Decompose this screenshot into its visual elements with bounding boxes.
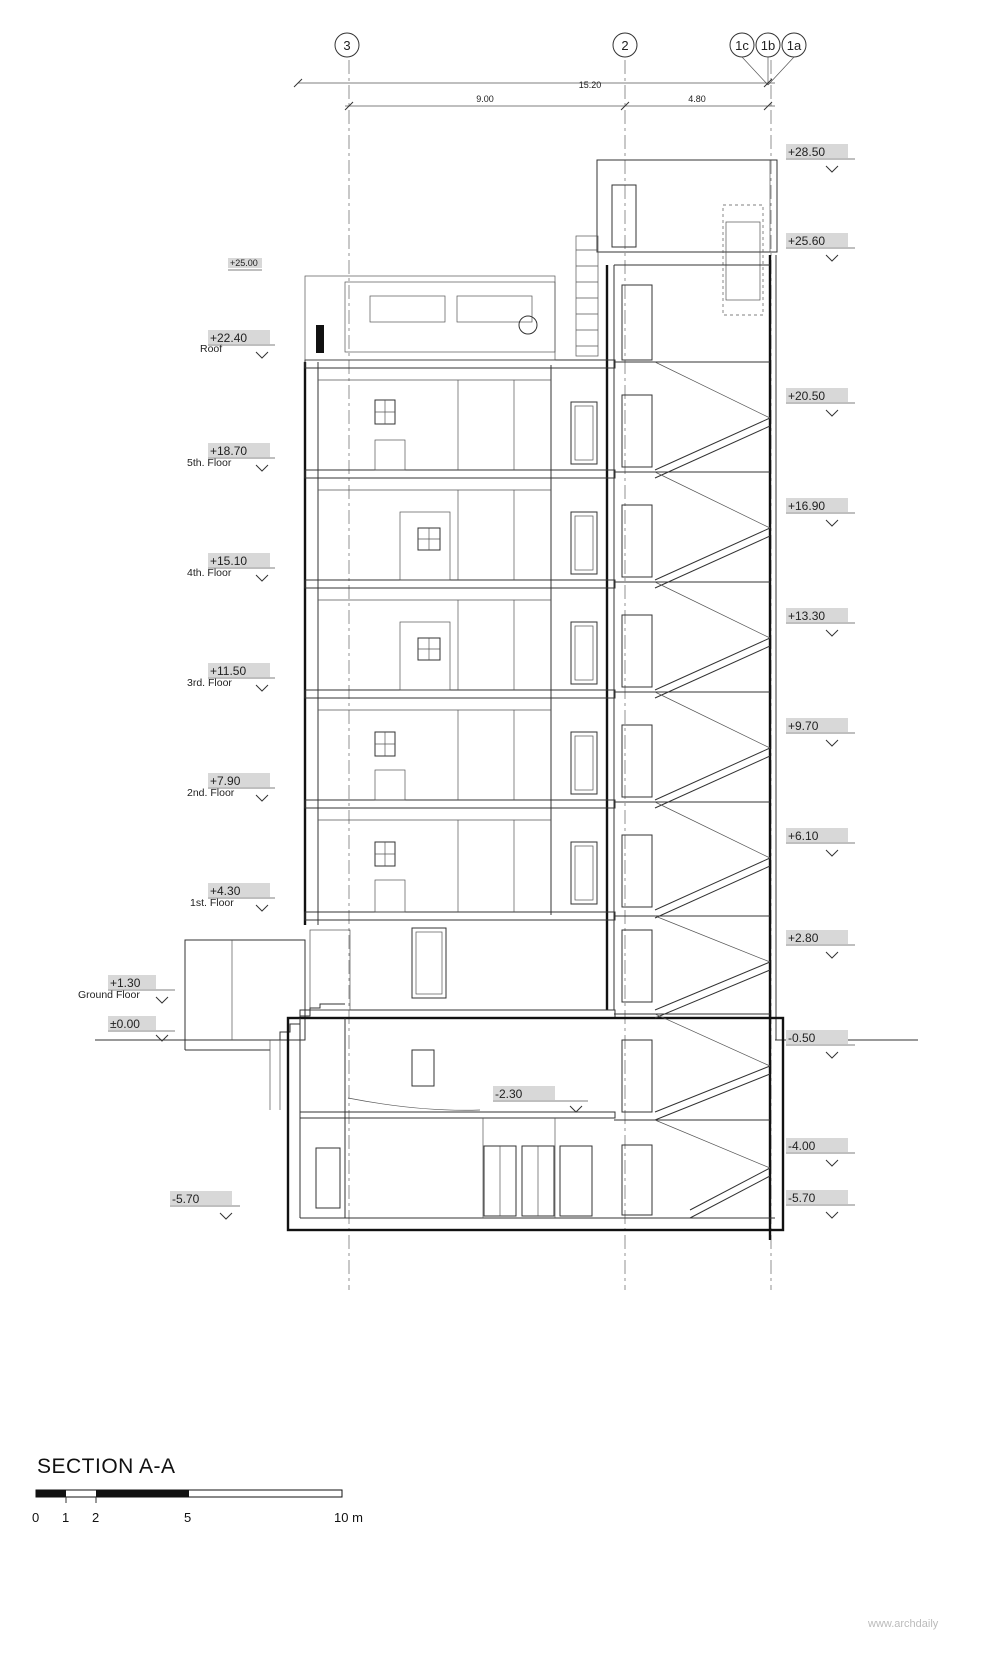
level-marker: +15.10 4th. Floor — [187, 553, 275, 582]
level-name: Ground Floor — [78, 989, 140, 1001]
grid-bubble-3 — [334, 32, 360, 58]
grid-label-1a: 1a — [787, 38, 802, 53]
scale-label: 10 m — [334, 1510, 363, 1525]
dim-bay-left: 9.00 — [476, 94, 494, 104]
level-value: +13.30 — [788, 609, 825, 623]
level-marker: +18.70 5th. Floor — [187, 443, 275, 472]
level-value: +15.10 — [210, 554, 247, 568]
level-marker: -5.70 — [786, 1190, 855, 1219]
level-value: +22.40 — [210, 331, 247, 345]
level-value: +20.50 — [788, 389, 825, 403]
dimension-lines: 15.20 9.00 4.80 — [293, 78, 775, 111]
grid-bubble-2 — [612, 32, 638, 58]
building-section — [184, 159, 785, 1240]
level-name: 1st. Floor — [190, 897, 234, 909]
level-marker: +25.60 — [786, 233, 855, 262]
level-value: +9.70 — [788, 719, 819, 733]
level-value: -5.70 — [788, 1191, 816, 1205]
level-value: +4.30 — [210, 884, 241, 898]
grid-label-1b: 1b — [761, 38, 775, 53]
grid-label-2: 2 — [621, 38, 628, 53]
level-name: 4th. Floor — [187, 567, 232, 579]
level-name: 3rd. Floor — [187, 677, 232, 689]
watermark: www.archdaily — [868, 1618, 939, 1630]
level-value: ±0.00 — [110, 1017, 140, 1031]
level-marker: +4.30 1st. Floor — [190, 883, 275, 912]
level-name: 5th. Floor — [187, 457, 232, 469]
level-marker: +16.90 — [786, 498, 855, 527]
level-marker: -5.70 — [170, 1191, 240, 1220]
level-marker: +7.90 2nd. Floor — [187, 773, 275, 802]
level-value: +1.30 — [110, 976, 141, 990]
scale-label: 2 — [92, 1510, 100, 1525]
scale-bar — [35, 1489, 343, 1503]
level-marker: +9.70 — [786, 718, 855, 747]
level-marker: +22.40 Roof — [200, 330, 275, 359]
level-name: 2nd. Floor — [187, 787, 235, 799]
level-marker: -4.00 — [786, 1138, 855, 1167]
scale-label: 0 — [32, 1510, 40, 1525]
level-value: -2.30 — [495, 1087, 523, 1101]
level-name: Roof — [200, 343, 222, 355]
level-marker: +28.50 — [786, 144, 855, 173]
level-value: +18.70 — [210, 444, 247, 458]
level-marker: +25.00 — [228, 258, 262, 271]
scale-label: 1 — [62, 1510, 70, 1525]
level-value: +25.60 — [788, 234, 825, 248]
grid-label-1c: 1c — [735, 38, 749, 53]
stair-core — [614, 264, 771, 1219]
level-value: +7.90 — [210, 774, 241, 788]
level-marker: -0.50 — [786, 1030, 855, 1059]
level-marker: +1.30 Ground Floor — [78, 975, 175, 1004]
level-marker: +11.50 3rd. Floor — [187, 663, 275, 692]
level-marker-basement: -2.30 — [493, 1086, 588, 1113]
level-value: -4.00 — [788, 1139, 816, 1153]
level-value: -5.70 — [172, 1192, 200, 1206]
level-marker: +20.50 — [786, 388, 855, 417]
grid-label-3: 3 — [343, 38, 350, 53]
level-value: +25.00 — [230, 258, 258, 268]
level-marker: ±0.00 — [108, 1016, 175, 1042]
level-value: +11.50 — [210, 664, 246, 678]
level-value: +16.90 — [788, 499, 825, 513]
level-value: +28.50 — [788, 145, 825, 159]
drawing-title: SECTION A-A — [37, 1455, 176, 1478]
levels-right: +28.50 +25.60 +20.50 +16.90 +13.30 +9.70 — [786, 144, 855, 1219]
level-marker: +6.10 — [786, 828, 855, 857]
levels-left: +25.00 +22.40 Roof +18.70 5th. Floor +15… — [78, 258, 275, 1220]
level-marker: +13.30 — [786, 608, 855, 637]
level-marker: +2.80 — [786, 930, 855, 959]
level-value: -0.50 — [788, 1031, 816, 1045]
dim-overall: 15.20 — [579, 80, 602, 90]
dim-bay-right: 4.80 — [688, 94, 706, 104]
scale-label: 5 — [184, 1510, 192, 1525]
level-value: +2.80 — [788, 931, 819, 945]
level-value: +6.10 — [788, 829, 819, 843]
